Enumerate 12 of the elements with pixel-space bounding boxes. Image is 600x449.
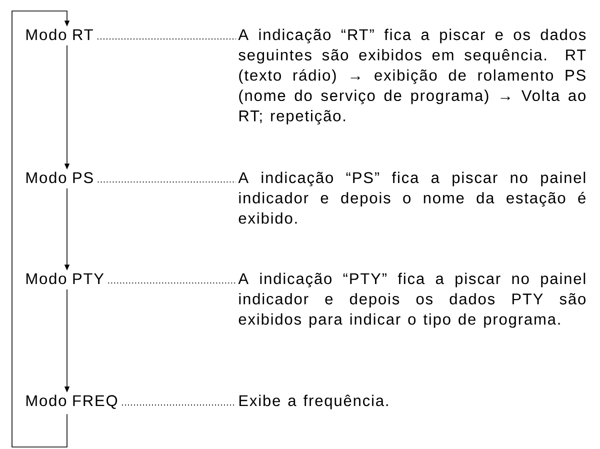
description-text: A indicação “PTY” fica a piscar no painel indicador e depois os dados PTY são exibidos para indicar o tipo de programa. [238,272,586,328]
description-text: A indicação “PS” fica a piscar no painel indicador e depois o nome da estação é exibido. [238,172,586,224]
mode-label: Modo PTY [26,272,104,284]
dot-leader [108,282,236,284]
description-text: Exibe a frequência. [239,394,388,410]
dot-leader [122,404,236,406]
loop-arrow [12,10,70,448]
description-text: A indicação “RT” fica a piscar e os dados seguintes são exibidos em sequência. RT (texto rádio) → exibição de rolamento PS (nome do serviço de programa) → Volta ao RT; repetição. [238,28,586,124]
mode-label: Modo PS [26,172,93,184]
mode-label: Modo FREQ [26,394,118,409]
dot-leader [97,38,236,40]
mode-label: Modo RT [26,28,93,40]
